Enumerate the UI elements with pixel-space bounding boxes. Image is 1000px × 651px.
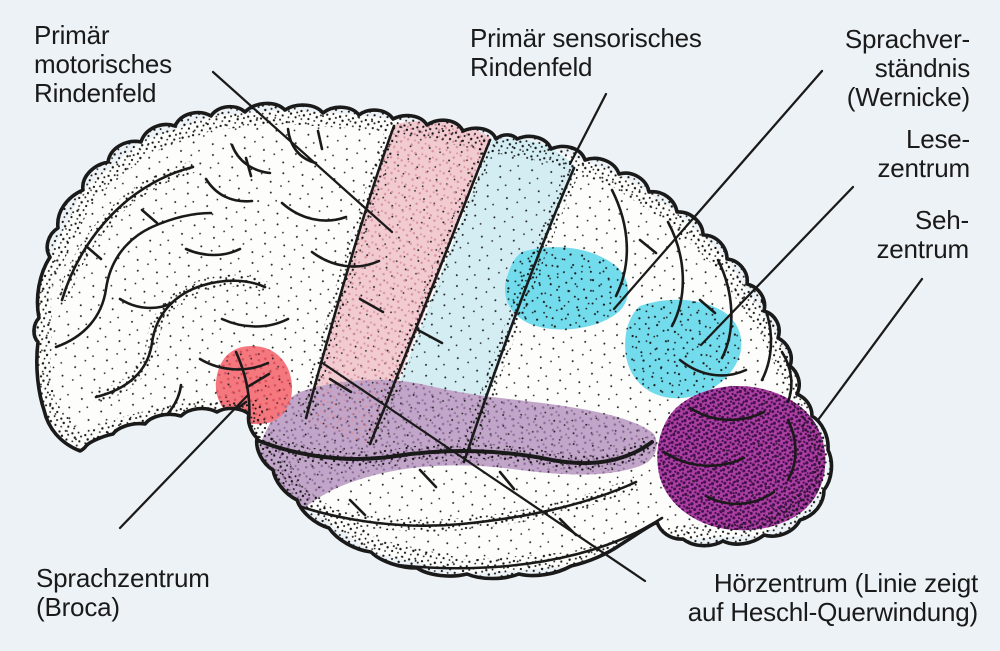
leader-line-reading xyxy=(699,185,855,347)
label-reading-center: Lese- zentrum xyxy=(877,125,970,183)
brain-outline xyxy=(32,101,834,581)
label-line: ständnis xyxy=(874,53,970,83)
label-wernicke: Sprachver- ständnis (Wernicke) xyxy=(845,25,970,112)
label-line: motorisches xyxy=(34,49,172,79)
label-line: Lese- xyxy=(905,124,970,154)
leader-line-auditory xyxy=(319,360,647,583)
label-sensory-cortex: Primär sensorisches Rindenfeld xyxy=(470,24,702,82)
label-line: (Wernicke) xyxy=(846,82,970,112)
label-auditory-center: Hörzentrum (Linie zeigt auf Heschl-Querw… xyxy=(688,569,978,627)
leader-line-broca xyxy=(118,394,249,530)
label-motor-cortex: Primär motorisches Rindenfeld xyxy=(34,21,172,108)
label-line: Rindenfeld xyxy=(470,52,593,82)
motor-stipple xyxy=(306,120,490,449)
label-line: Hörzentrum (Linie zeigt xyxy=(713,568,978,598)
label-line: Primär sensorisches xyxy=(470,23,702,53)
leader-line-visual xyxy=(816,277,924,422)
label-line: Sprachver- xyxy=(844,24,970,54)
label-line: Rindenfeld xyxy=(34,78,157,108)
leader-line-wernicke xyxy=(612,69,824,311)
label-line: zentrum xyxy=(876,234,969,264)
leader-line-motor xyxy=(211,70,394,234)
label-line: (Broca) xyxy=(36,592,120,622)
leader-line-sensory xyxy=(568,92,608,166)
label-visual-center: Seh- zentrum xyxy=(876,206,969,264)
label-line: auf Heschl-Querwindung) xyxy=(687,597,978,627)
label-broca: Sprachzentrum (Broca) xyxy=(36,564,210,622)
label-line: Seh- xyxy=(914,205,969,235)
leader-lines xyxy=(118,69,924,583)
label-line: Sprachzentrum xyxy=(36,563,210,593)
label-line: Primär xyxy=(34,20,110,50)
label-line: zentrum xyxy=(877,153,970,183)
